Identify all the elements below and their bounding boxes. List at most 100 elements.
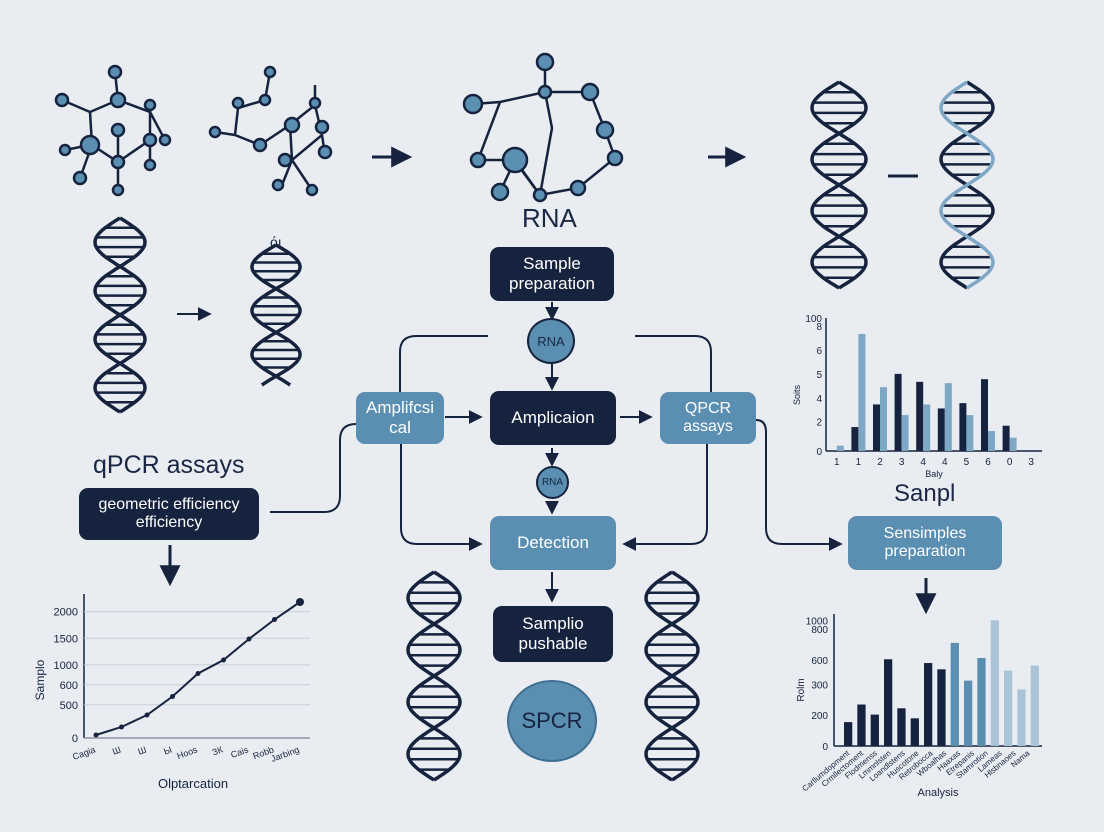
y-tick-label: 8 [816,322,822,333]
x-tick-label: Ш [111,744,122,756]
y-tick-label: 2 [816,418,822,429]
sample-pushable-box: Samplio pushable [493,606,613,662]
qpcr-assays-box: QPCR assays [660,392,756,444]
y-tick-label: 0 [816,447,822,458]
data-point [272,617,277,622]
y-tick-label: 6 [816,346,822,357]
bar [894,373,902,451]
amplication-box: Amplicaion [490,391,616,445]
dna-helix-6 [644,570,700,782]
dna-helix-1 [93,216,147,414]
bar [880,387,887,451]
qpcr-assays-heading: qPCR assays [93,451,245,479]
x-tick-label: 2 [877,457,883,468]
bar [916,381,924,451]
data-point [170,694,175,699]
bar [977,658,986,746]
bar [836,445,844,451]
geometric-efficiency-box: geometric efficiency efficiency [79,488,259,540]
bar [844,722,853,746]
x-tick-label: Cagia [71,744,97,761]
x-tick-label: 6 [985,457,991,468]
y-tick-label: 1500 [54,633,78,645]
x-tick-label: Jarbing [270,744,301,763]
y-tick-label: 200 [811,711,828,722]
data-point [221,657,226,663]
bar [988,431,995,451]
bar [924,663,933,746]
bar [910,718,919,746]
bar [873,404,880,451]
rna-circle-label: RNA [537,333,565,349]
y-tick-label: 300 [811,680,828,691]
bar [937,669,946,746]
rna-small-label: RNA [541,477,564,488]
bar [981,379,988,451]
y-tick-label: 2000 [54,607,78,619]
y-tick-label: 100 [805,314,822,325]
rna-circle: RNA [527,318,575,364]
dna-helix-3 [810,80,868,290]
data-point [144,712,150,718]
y-tick-label: 800 [811,625,828,636]
molecule-1 [54,64,172,197]
x-tick-label: 1 [834,457,840,468]
data-point [296,598,304,606]
x-tick-label: Cais [229,744,250,760]
x-tick-label: 5 [964,457,970,468]
bar [897,708,906,746]
bar [1017,689,1026,746]
molecule-3 [462,52,624,203]
y-tick-label: 1000 [54,660,78,672]
y-tick-label: 0 [822,742,828,753]
spcr-circle: SPCR [507,680,597,762]
y-tick-label: 1000 [806,616,829,627]
series-line [95,601,301,736]
dna-helix-5 [406,570,462,782]
bar [950,642,959,746]
rna-small-circle: RNA [536,466,569,499]
y-tick-label: 5 [816,370,822,381]
y-tick-label: 600 [60,680,78,692]
data-point [93,732,99,738]
bar [1030,665,1039,746]
x-tick-label: 4 [920,457,926,468]
bar [851,427,859,451]
bar [1009,437,1017,451]
bar [990,620,999,746]
x-tick-label: 3 [899,457,905,468]
y-axis-label: Rolm [796,678,807,701]
bar [1004,670,1013,746]
x-axis-label: Olptarcation [158,776,228,791]
molecule-2 [208,65,333,197]
x-axis-label: Baly [925,469,943,479]
sample-preparation-box: Sample preparation [490,247,614,301]
dna-helix-2 [250,243,302,387]
x-tick-label: 4 [942,457,948,468]
x-tick-label: 0 [1007,457,1013,468]
y-axis-label: Samplo [33,659,47,700]
dna-helices [93,80,995,782]
bar [858,333,866,451]
y-tick-label: 600 [811,656,828,667]
bar [923,404,931,451]
y-tick-label: 4 [816,394,822,405]
data-point [119,724,124,730]
x-tick-label: 1 [856,457,862,468]
bar [937,408,945,451]
bar [964,680,973,746]
y-tick-label: 0 [72,733,78,745]
flow-arrows [159,146,937,615]
bar [959,403,967,451]
x-tick-label: Ш [137,744,148,756]
data-point [195,671,201,676]
sanpl-title: Sanpl [894,480,956,507]
y-axis-label: Soits [792,384,802,405]
x-tick-label: 3 [1028,457,1034,468]
sensimples-preparation-box: Sensimples preparation [848,516,1002,570]
bar [944,383,952,451]
rna-title: RNA [522,203,577,233]
